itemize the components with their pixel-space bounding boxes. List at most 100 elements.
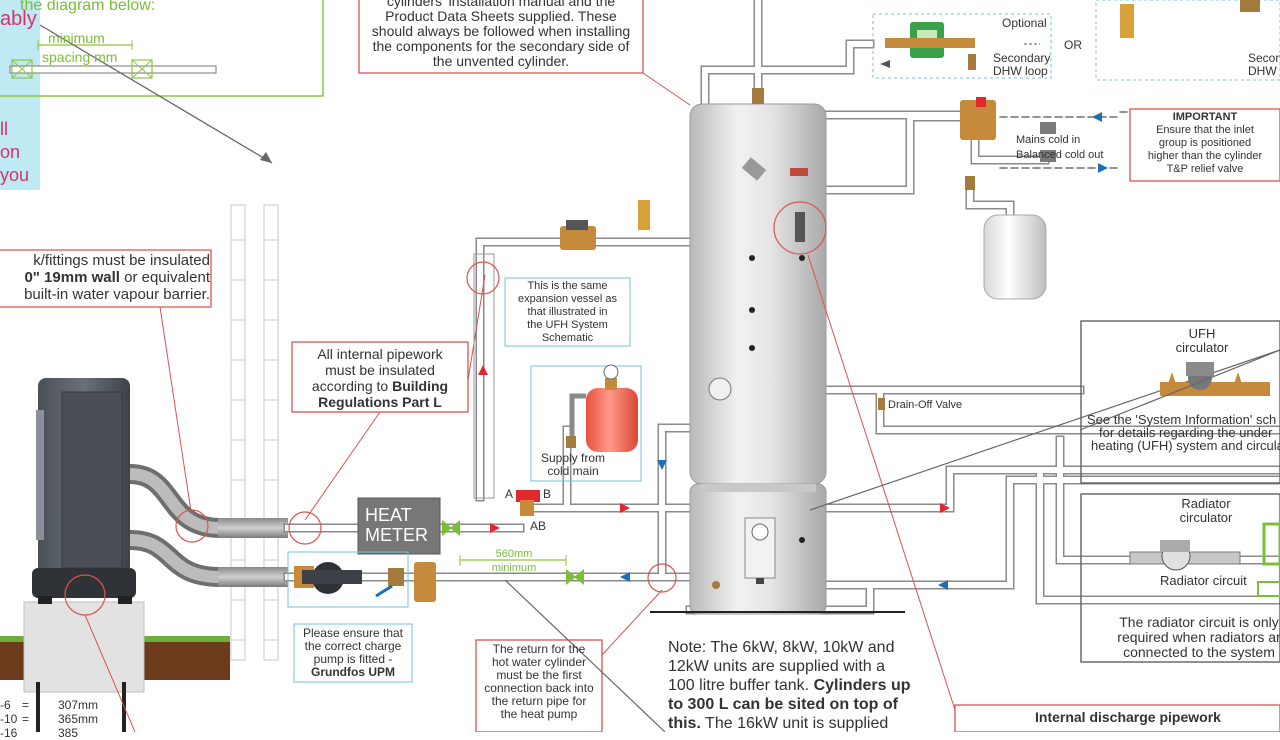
- pointer-line: [467, 274, 486, 381]
- return-line: must be the first: [496, 668, 582, 682]
- insulation-bold: 0" 19mm wall: [24, 269, 120, 286]
- highlight-circles: [64, 261, 677, 616]
- dimension-model: -6: [0, 698, 11, 712]
- pump-note: Please ensure that the correct charge pu…: [295, 627, 411, 679]
- important-line: Ensure that the inlet: [1156, 124, 1254, 136]
- dimension-model: -10: [0, 712, 18, 726]
- flow-arrows: [478, 112, 1108, 590]
- important-line: higher than the cylinder: [1147, 150, 1263, 162]
- left-line-3: you: [0, 165, 30, 185]
- installation-note-line: the unvented cylinder.: [432, 53, 570, 69]
- installation-note: cylinders' installation manual and the P…: [360, 0, 642, 69]
- or-label: OR: [1064, 38, 1082, 52]
- pointer-line: [601, 589, 663, 656]
- ufh-title-line: UFH: [1188, 326, 1216, 341]
- ground-plinth: [0, 601, 230, 732]
- green-frame: [0, 0, 324, 97]
- secondary-dhw-label: Secondary DHW loop: [993, 52, 1050, 78]
- expansion-line: expansion vessel as: [517, 293, 618, 305]
- expansion-line: that illustrated in: [527, 306, 608, 318]
- optional-box-frame: [872, 13, 1052, 79]
- pointer-line: [1079, 349, 1280, 431]
- flexible-hoses: [129, 464, 288, 587]
- ufh-info: See the 'System Information' sch for det…: [1087, 413, 1280, 452]
- heat-meter-line: METER: [365, 525, 428, 545]
- expansion-line: the UFH System: [527, 319, 608, 331]
- supply-label: Supply from cold main: [534, 452, 612, 478]
- pipework-line: must be insulated: [325, 362, 435, 378]
- ufh-info-line: See the 'System Information' sch: [1087, 412, 1277, 427]
- radiator-note-line: connected to the system: [1123, 644, 1275, 660]
- return-line: The return for the: [492, 642, 586, 656]
- discharge-frame: [954, 704, 1280, 732]
- spacing-label: spacing mm: [42, 49, 118, 65]
- return-line: the heat pump: [500, 707, 578, 721]
- dimension-row: -10=365mm: [0, 712, 98, 726]
- supply-line: cold main: [547, 464, 599, 478]
- secon-line: Secon: [1248, 51, 1280, 65]
- ably-text: ably: [0, 8, 37, 30]
- important-note-frame: [1129, 108, 1280, 182]
- pointer-line: [504, 579, 666, 732]
- ufh-title: UFH circulator: [1160, 327, 1244, 355]
- left-line-2: on: [0, 142, 21, 162]
- radiator-note-line: The radiator circuit is only: [1119, 614, 1279, 630]
- supply-line: Supply from: [540, 451, 606, 465]
- insulation-line: built-in water vapour barrier.: [24, 286, 210, 303]
- pipework-line: All internal pipework: [317, 346, 443, 362]
- pipe-example: [9, 65, 217, 74]
- heat-meter-label: HEAT METER: [365, 505, 428, 545]
- pointer-line: [159, 306, 193, 519]
- important-note: IMPORTANT Ensure that the inlet group is…: [1131, 111, 1279, 176]
- dimension-value: 385: [58, 726, 79, 740]
- port-b-label: B: [543, 487, 552, 501]
- expansion-line: This is the same: [527, 280, 608, 292]
- ufh-info-line: heating (UFH) system and circula: [1091, 438, 1280, 453]
- heat-pump-unit: [32, 378, 136, 604]
- secondary-line: DHW loop: [993, 64, 1048, 78]
- radiator-note: The radiator circuit is only required wh…: [1104, 615, 1280, 660]
- expansion-note: This is the same expansion vessel as tha…: [506, 280, 629, 345]
- pointer-line: [304, 411, 381, 521]
- insulation-note-frame: [0, 249, 212, 308]
- expansion-vessel: [566, 364, 638, 452]
- pump-note-frame: [293, 623, 413, 683]
- radiator-title: Radiator circulator: [1163, 497, 1249, 525]
- clip-icon: [131, 59, 153, 79]
- pump-line: Please ensure that: [302, 626, 404, 640]
- pipework-bold: Regulations Part L: [318, 394, 442, 410]
- radiator-title-line: circulator: [1179, 510, 1233, 525]
- dimension-table: -6=307mm -10=365mm -16 385: [0, 698, 98, 740]
- insulation-rest: or equivalent: [119, 269, 210, 286]
- dimension-row: -16 385: [0, 726, 98, 740]
- dimension-value: 365mm: [58, 712, 99, 726]
- insulated-riser: [473, 253, 495, 499]
- top-left-panel: [0, 0, 324, 190]
- pipework-note: All internal pipework must be insulated …: [293, 346, 467, 410]
- highlight-circle: [773, 201, 827, 255]
- installation-note-line: should always be followed when installin…: [371, 23, 631, 39]
- bottom-note-bold: Cylinders up: [813, 677, 911, 694]
- bottom-note-bold: this.: [668, 715, 701, 732]
- important-title: IMPORTANT: [1172, 111, 1238, 123]
- dimension-model: -16: [0, 726, 18, 740]
- installation-note-line: the components for the secondary side of: [372, 38, 630, 54]
- pump-line: pump is fitted -: [313, 652, 393, 666]
- spacing-560: 560mm minimum: [478, 547, 550, 575]
- expansion-line: Schematic: [541, 332, 594, 344]
- discharge-label: Internal discharge pipework: [1035, 709, 1221, 725]
- heat-meter: [357, 497, 441, 555]
- secon-dhw-label: Secon DHW: [1248, 52, 1280, 78]
- diagram-line: the diagram below:: [20, 0, 156, 14]
- optional-label: Optional: [1002, 16, 1047, 30]
- drain-off-label: Drain-Off Valve: [888, 399, 963, 411]
- bottom-note-rest: The 16kW unit is supplied: [700, 715, 889, 732]
- cyan-strip: [0, 0, 40, 190]
- pointer-line: [84, 614, 136, 732]
- return-line: connection back into: [484, 681, 594, 695]
- mains-cold-in-label: Mains cold in: [1016, 134, 1081, 146]
- dimension-row: -6=307mm: [0, 698, 98, 712]
- expansion-vessel-frame: [530, 365, 642, 482]
- return-line: the return pipe for: [491, 694, 587, 708]
